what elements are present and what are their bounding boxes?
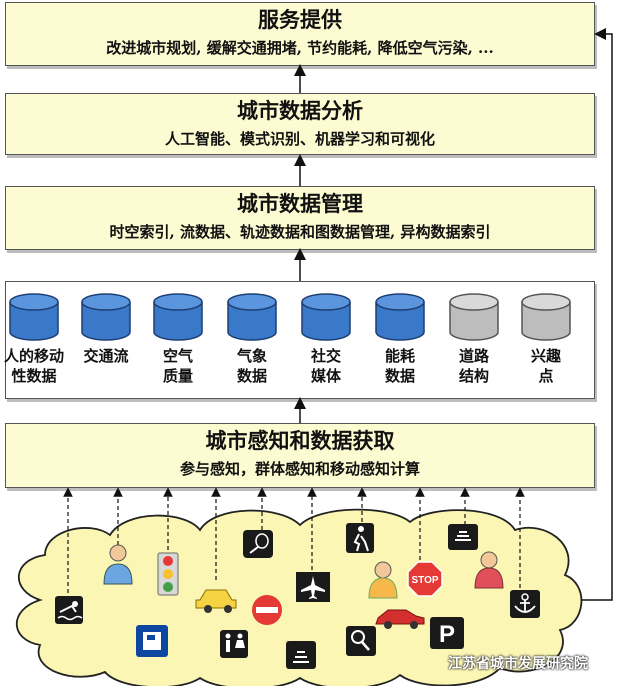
swimmer-icon bbox=[55, 596, 83, 624]
data-source-label: 交通流 bbox=[83, 347, 129, 365]
data-source-label: 人的移动 性数据 bbox=[3, 347, 64, 385]
layer-service: 服务提供 改进城市规划, 缓解交通拥堵, 节约能耗, 降低空气污染, ... bbox=[5, 2, 595, 66]
data-source-0: 人的移动 性数据 bbox=[4, 292, 64, 385]
data-source-label: 能耗 数据 bbox=[384, 347, 415, 385]
data-source-label: 空气 质量 bbox=[162, 347, 193, 385]
search-icon bbox=[346, 626, 376, 656]
database-cylinder-icon bbox=[81, 293, 131, 341]
traffic-light-icon bbox=[157, 552, 179, 596]
stop-sign-text: STOP bbox=[411, 575, 438, 586]
layer-service-subtitle: 改进城市规划, 缓解交通拥堵, 节约能耗, 降低空气污染, ... bbox=[106, 39, 494, 57]
parking-icon: P bbox=[430, 617, 464, 649]
hiker-icon bbox=[346, 523, 374, 553]
layer-acquisition: 城市感知和数据获取 参与感知，群体感知和移动感知计算 bbox=[5, 423, 595, 488]
restroom-icon bbox=[220, 630, 248, 658]
gas-station-icon bbox=[136, 625, 168, 657]
layer-management-title: 城市数据管理 bbox=[237, 191, 363, 216]
layer-analysis-title: 城市数据分析 bbox=[237, 98, 363, 123]
anchor-icon bbox=[510, 590, 540, 618]
layer-analysis-subtitle: 人工智能、模式识别、机器学习和可视化 bbox=[164, 130, 435, 148]
layer-analysis: 城市数据分析 人工智能、模式识别、机器学习和可视化 bbox=[5, 93, 595, 155]
parking-text: P bbox=[439, 621, 455, 648]
person-icon bbox=[368, 561, 398, 599]
wifi-icon bbox=[448, 524, 478, 550]
data-source-label: 兴趣 点 bbox=[530, 347, 561, 385]
database-cylinder-icon bbox=[153, 293, 203, 341]
layer-acquisition-subtitle: 参与感知，群体感知和移动感知计算 bbox=[179, 460, 420, 478]
person-icon bbox=[474, 551, 504, 589]
database-cylinder-icon bbox=[375, 293, 425, 341]
data-source-label: 社交 媒体 bbox=[310, 347, 341, 385]
data-sources-panel: 人的移动 性数据 交通流 空气 质量 气象 数据 社交 媒体 能耗 数据 道路 结构 兴趣 点 bbox=[4, 281, 595, 399]
no-entry-icon bbox=[252, 595, 282, 625]
watermark: 江苏省城市发展研究院 bbox=[448, 656, 588, 672]
data-source-7: 兴趣 点 bbox=[520, 292, 572, 385]
data-source-1: 交通流 bbox=[80, 292, 132, 365]
data-source-6: 道路 结构 bbox=[448, 292, 500, 385]
data-source-label: 道路 结构 bbox=[458, 347, 489, 385]
database-cylinder-icon bbox=[9, 293, 59, 341]
sports-car-icon bbox=[375, 609, 425, 629]
database-cylinder-icon bbox=[521, 293, 571, 341]
data-source-2: 空气 质量 bbox=[152, 292, 204, 385]
stop-sign-icon: STOP bbox=[407, 561, 443, 597]
layer-service-title: 服务提供 bbox=[258, 7, 342, 32]
data-source-3: 气象 数据 bbox=[226, 292, 278, 385]
data-source-label: 气象 数据 bbox=[236, 347, 267, 385]
signal-icon bbox=[286, 641, 316, 669]
layer-acquisition-title: 城市感知和数据获取 bbox=[205, 428, 395, 453]
feedback-arrow bbox=[578, 28, 613, 601]
airplane-icon bbox=[296, 572, 330, 602]
database-cylinder-icon bbox=[227, 293, 277, 341]
tennis-icon bbox=[243, 530, 273, 558]
database-cylinder-icon bbox=[301, 293, 351, 341]
data-source-4: 社交 媒体 bbox=[300, 292, 352, 385]
taxi-icon bbox=[195, 589, 237, 613]
layer-management-subtitle: 时空索引, 流数据、轨迹数据和图数据管理, 异构数据索引 bbox=[109, 223, 491, 241]
person-icon bbox=[103, 544, 133, 585]
data-source-5: 能耗 数据 bbox=[374, 292, 426, 385]
database-cylinder-icon bbox=[449, 293, 499, 341]
